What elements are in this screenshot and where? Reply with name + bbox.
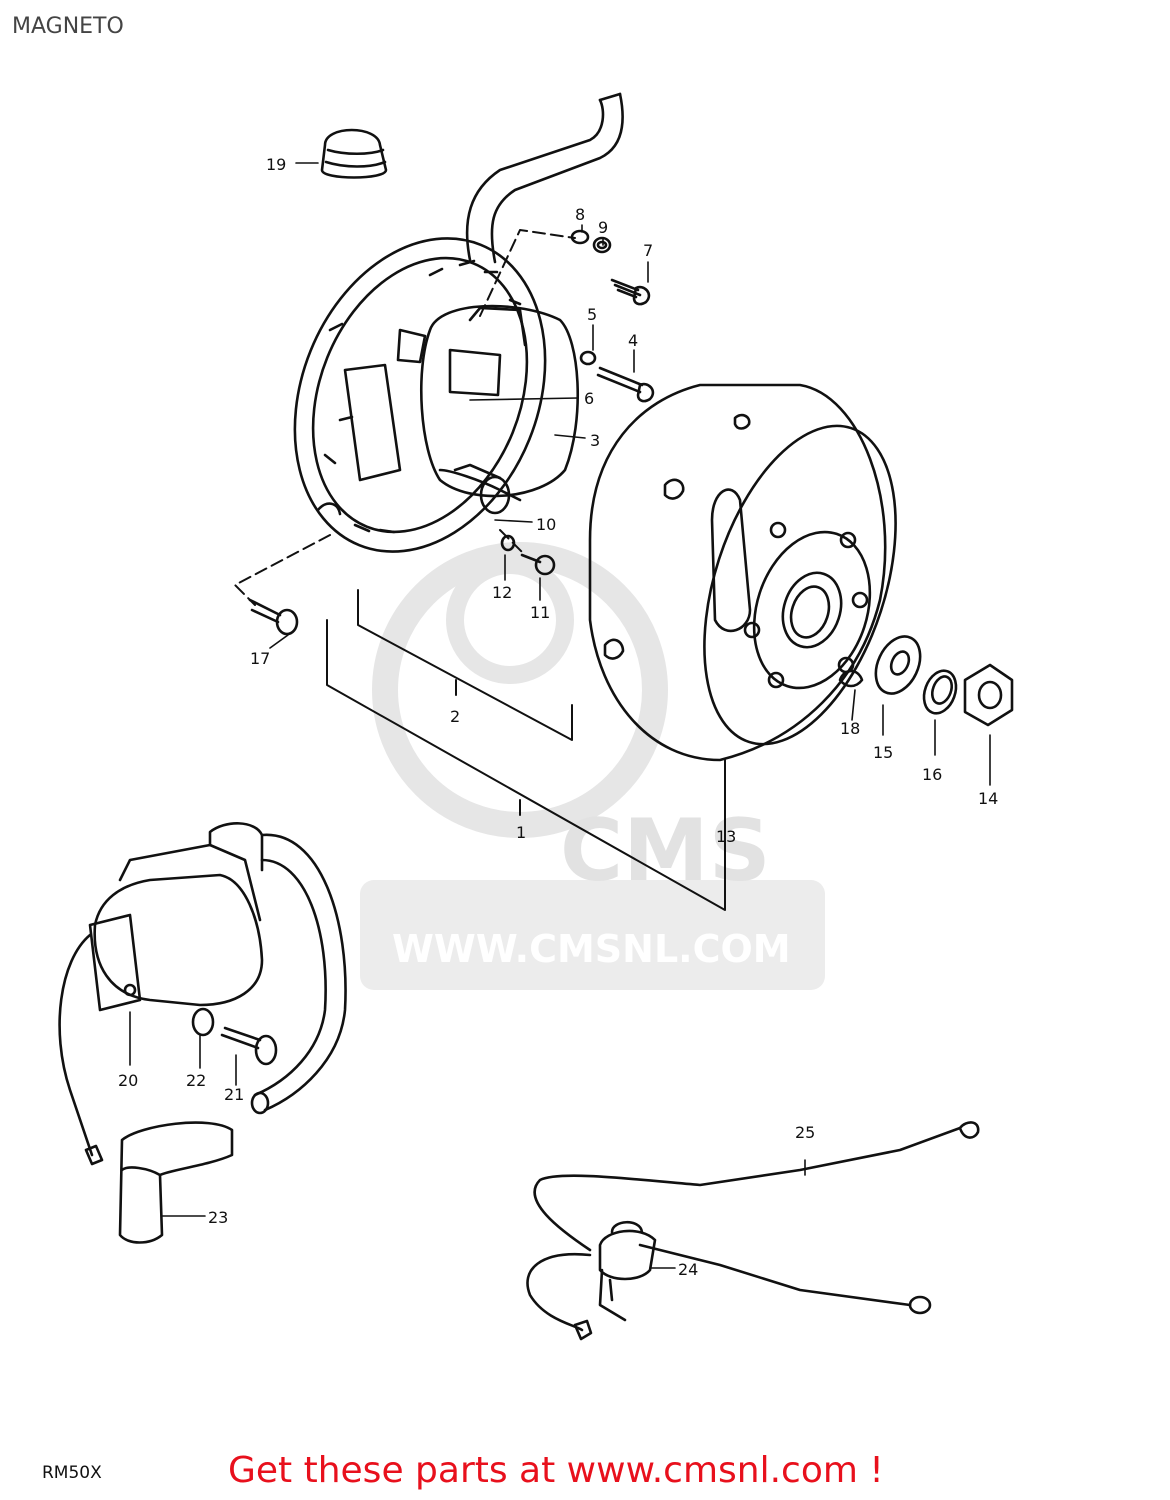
callout-21: 21 [224, 1085, 244, 1104]
screw-21 [220, 1026, 278, 1066]
callout-13: 13 [716, 827, 736, 846]
nut-14 [963, 663, 1014, 727]
washer-8 [570, 229, 590, 245]
callout-15: 15 [873, 743, 893, 762]
callout-22: 22 [186, 1071, 206, 1090]
watermark-logo-text: CMS [560, 801, 771, 901]
callout-5: 5 [587, 305, 597, 324]
callout-8: 8 [575, 205, 585, 224]
watermark-url-text: WWW.CMSNL.COM [392, 927, 791, 971]
washer-9 [592, 236, 612, 254]
washer-15 [874, 635, 922, 695]
callout-19: 19 [266, 155, 286, 174]
callout-7: 7 [643, 241, 653, 260]
callout-6: 6 [584, 389, 594, 408]
stator-base-plate [293, 237, 547, 553]
spark-plug-cap-23 [118, 1121, 234, 1244]
leader-lines [234, 229, 576, 606]
washer-22 [191, 1007, 215, 1037]
page-title: MAGNETO [12, 14, 124, 39]
callout-18: 18 [840, 719, 860, 738]
wire-harness-25 [526, 1121, 980, 1341]
woodruff-key-18 [838, 669, 864, 688]
washer-5 [579, 350, 597, 366]
callout-4: 4 [628, 331, 638, 350]
callout-20: 20 [118, 1071, 138, 1090]
label-leaders [129, 162, 991, 1269]
kill-switch-24 [598, 1220, 657, 1322]
grommet-19 [320, 128, 388, 179]
stator-lead-wire [465, 92, 624, 264]
screw-4 [596, 366, 655, 403]
callout-14: 14 [978, 789, 998, 808]
screw-7 [610, 278, 651, 306]
callout-23: 23 [208, 1208, 228, 1227]
callout-9: 9 [598, 218, 608, 237]
callout-25: 25 [795, 1123, 815, 1142]
callout-12: 12 [492, 583, 512, 602]
get-parts-link[interactable]: Get these parts at www.cmsnl.com ! [228, 1450, 884, 1491]
screw-17 [248, 598, 299, 636]
callout-11: 11 [530, 603, 550, 622]
callout-labels: 1 2 3 4 5 6 7 8 9 10 11 12 13 14 15 16 1… [118, 155, 998, 1279]
assembly-brackets [326, 589, 726, 911]
callout-2: 2 [450, 707, 460, 726]
callout-3: 3 [590, 431, 600, 450]
callout-10: 10 [536, 515, 556, 534]
flywheel-rotor-13 [588, 383, 897, 762]
callout-24: 24 [678, 1260, 698, 1279]
stator-coil-assembly [396, 304, 579, 515]
lock-washer-16 [922, 669, 958, 715]
callout-16: 16 [922, 765, 942, 784]
screw-11 [520, 553, 556, 576]
model-code: RM50X [42, 1463, 102, 1483]
cms-watermark: CMS WWW.CMSNL.COM [360, 542, 825, 990]
washer-12 [500, 534, 516, 552]
ignition-coil-20 [58, 822, 347, 1166]
callout-1: 1 [516, 823, 526, 842]
callout-17: 17 [250, 649, 270, 668]
